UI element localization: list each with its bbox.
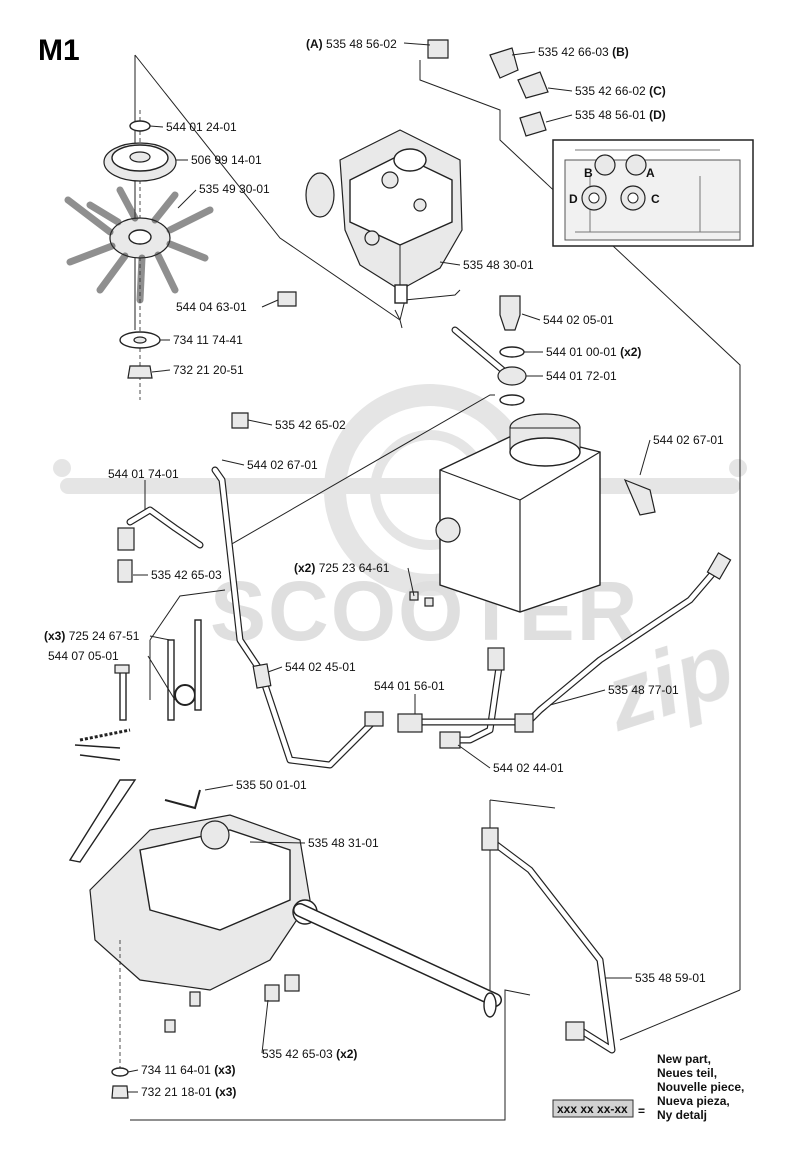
callout-725-23-64-61: (x2) 725 23 64-61 — [294, 561, 390, 575]
callout-535-42-65-03: 535 42 65-03 — [151, 568, 222, 582]
callout-544-02-44-01: 544 02 44-01 — [493, 761, 564, 775]
pulley-fan-stack — [64, 110, 214, 400]
legend-box-text: xxx xx xx-xx — [557, 1102, 628, 1116]
inset-port-detail: A B C D — [552, 139, 754, 247]
callout-535-48-56-02: (A) 535 48 56-02 — [306, 37, 397, 51]
callout-535-42-65-03-x2: 535 42 65-03 (x2) — [262, 1047, 357, 1061]
callout-535-49-30-01: 535 49 30-01 — [199, 182, 270, 196]
transaxle — [68, 619, 502, 1099]
callout-544-02-05-01: 544 02 05-01 — [543, 313, 614, 327]
callout-535-42-66-03: 535 42 66-03 (B) — [538, 45, 629, 59]
nut-icon — [127, 365, 153, 379]
callout-544-01-00-01: 544 01 00-01 (x2) — [546, 345, 641, 359]
oil-reservoir — [435, 413, 601, 613]
legend-line: Nouvelle piece, — [657, 1080, 744, 1094]
port-label-c: C — [651, 192, 660, 206]
page-id: M1 — [38, 34, 80, 67]
pump-fittings — [231, 39, 549, 429]
fitting-a-icon — [427, 39, 449, 59]
legend-line: Ny detalj — [657, 1108, 707, 1122]
pipe-nuts — [117, 527, 732, 1041]
callout-732-21-18-01: 732 21 18-01 (x3) — [141, 1085, 236, 1099]
banjo-fittings — [451, 295, 656, 516]
callout-535-50-01-01: 535 50 01-01 — [236, 778, 307, 792]
port-label-a: A — [646, 166, 655, 180]
callout-535-48-30-01: 535 48 30-01 — [463, 258, 534, 272]
callout-544-02-67-01-right: 544 02 67-01 — [653, 433, 724, 447]
callout-734-11-74-41: 734 11 74-41 — [173, 333, 243, 347]
callout-725-24-67-51: (x3) 725 24 67-51 — [44, 629, 140, 643]
callout-734-11-64-01: 734 11 64-01 (x3) — [141, 1063, 236, 1077]
fan-icon — [64, 186, 214, 304]
port-label-d: D — [569, 192, 578, 206]
callout-535-48-56-01: 535 48 56-01 (D) — [575, 108, 666, 122]
legend-equals: = — [638, 1104, 645, 1118]
leader-lines — [127, 42, 651, 1093]
callout-535-48-77-01: 535 48 77-01 — [608, 683, 679, 697]
callout-544-01-24-01: 544 01 24-01 — [166, 120, 237, 134]
callout-732-21-20-51: 732 21 20-51 — [173, 363, 244, 377]
washer-icon — [129, 120, 151, 132]
legend-line: Neues teil, — [657, 1066, 717, 1080]
callout-506-99-14-01: 506 99 14-01 — [191, 153, 262, 167]
callout-544-01-56-01: 544 01 56-01 — [374, 679, 445, 693]
callout-544-02-45-01: 544 02 45-01 — [285, 660, 356, 674]
legend-line: Nueva pieza, — [657, 1094, 730, 1108]
callout-544-01-74-01: 544 01 74-01 — [108, 467, 179, 481]
new-part-legend: New part, Neues teil, Nouvelle piece, Nu… — [552, 1052, 744, 1122]
callout-535-48-31-01: 535 48 31-01 — [308, 836, 379, 850]
port-label-b: B — [584, 166, 593, 180]
callout-544-07-05-01: 544 07 05-01 — [48, 649, 119, 663]
callout-535-42-66-02: 535 42 66-02 (C) — [575, 84, 666, 98]
callout-535-48-59-01: 535 48 59-01 — [635, 971, 706, 985]
legend-line: New part, — [657, 1052, 711, 1066]
callout-544-02-67-01-left: 544 02 67-01 — [247, 458, 318, 472]
callout-544-04-63-01: 544 04 63-01 — [176, 300, 247, 314]
legend-sample-box — [552, 1099, 634, 1118]
callout-535-42-65-02: 535 42 65-02 — [275, 418, 346, 432]
hydraulic-pump — [305, 129, 463, 304]
callout-544-01-72-01: 544 01 72-01 — [546, 369, 617, 383]
callouts: (A) 535 48 56-02 535 42 66-03 (B) 535 42… — [44, 37, 724, 1099]
